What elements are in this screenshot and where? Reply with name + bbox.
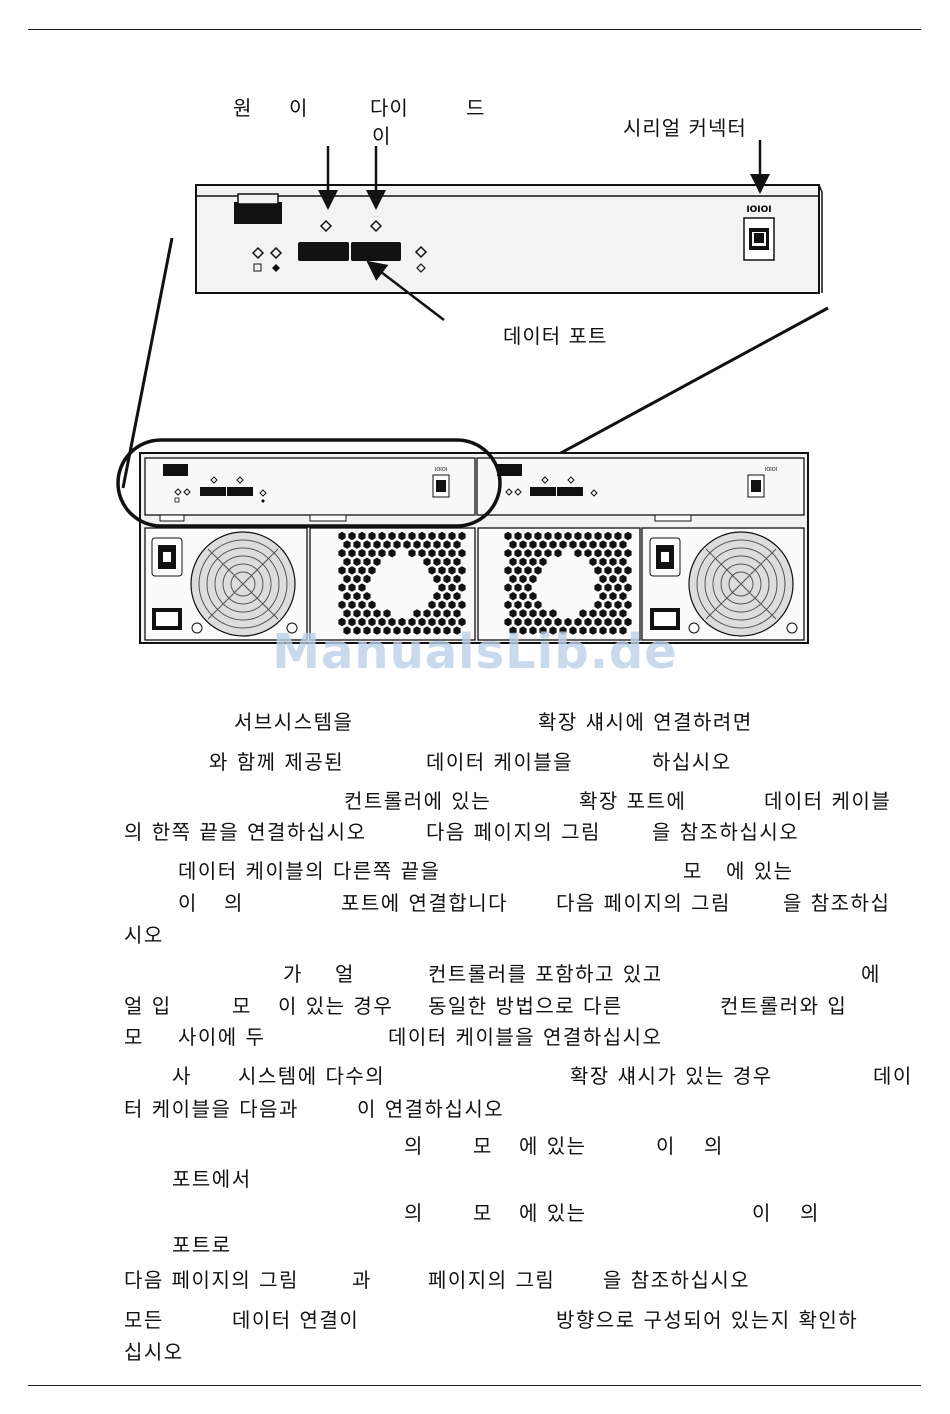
text-fragment: 의 <box>224 891 244 915</box>
power-led-label-b: 이 <box>289 96 309 120</box>
text-fragment: 모 <box>232 994 252 1018</box>
text-fragment: 시스템에 다수의 <box>238 1064 386 1088</box>
text-fragment: 확장 포트에 <box>579 789 687 813</box>
data-port-1 <box>298 242 349 261</box>
text-fragment: 의 한쪽 끝을 연결하십시오 <box>124 820 367 844</box>
text-fragment: 다음 페이지의 그림 <box>124 1268 299 1292</box>
text-fragment: 데이터 케이블을 연결하십시오 <box>388 1025 663 1049</box>
text-fragment: 컨트롤러와 입 <box>720 994 848 1018</box>
text-fragment: 방향으로 구성되어 있는지 확인하 <box>556 1308 859 1332</box>
data-port-2 <box>351 242 401 261</box>
text-fragment: 서브시스템을 <box>234 710 354 734</box>
text-fragment: 에 있는 <box>519 1134 587 1158</box>
text-fragment: 사 <box>172 1064 192 1088</box>
data-port-label: 데이터 포트 <box>503 324 608 348</box>
svg-text:IOIOI: IOIOI <box>765 467 777 473</box>
text-fragment: 확장 섀시에 연결하려면 <box>538 710 753 734</box>
text-fragment: 시오 <box>124 923 164 947</box>
text-fragment: 에 있는 <box>519 1201 587 1225</box>
text-fragment: 과 <box>352 1268 372 1292</box>
text-fragment: 데이 <box>873 1064 913 1088</box>
diagnostic-led-icon <box>369 219 383 233</box>
text-fragment: 의 <box>704 1134 724 1158</box>
text-fragment: 에 <box>861 962 881 986</box>
text-fragment: 포트에 연결합니다 <box>341 891 509 915</box>
text-fragment: 컨트롤러에 있는 <box>344 789 492 813</box>
text-fragment: 이 연결하십시오 <box>357 1097 505 1121</box>
power-led-label-a: 원 <box>233 96 253 120</box>
text-fragment: 데이터 케이블을 <box>426 750 574 774</box>
zoom-line-left <box>121 237 174 489</box>
text-fragment: 하십시오 <box>652 750 732 774</box>
text-fragment: 모 <box>683 859 703 883</box>
text-fragment: 얼 입 <box>124 994 172 1018</box>
text-fragment: 십시오 <box>124 1340 184 1364</box>
top-rule <box>28 29 921 30</box>
text-fragment: 을 참조하십시오 <box>652 820 800 844</box>
text-fragment: 사이에 두 <box>178 1025 266 1049</box>
text-fragment: 동일한 방법으로 다른 <box>428 994 623 1018</box>
text-fragment: 이 있는 경우 <box>278 994 394 1018</box>
text-fragment: 이 <box>752 1201 772 1225</box>
text-fragment: 모든 <box>124 1308 164 1332</box>
text-fragment: 가 <box>283 962 303 986</box>
data-port-arrow <box>366 260 445 321</box>
serial-connector-label: 시리얼 커넥터 <box>623 116 747 140</box>
text-fragment: 데이터 연결이 <box>232 1308 360 1332</box>
text-fragment: 와 함께 제공된 <box>209 750 345 774</box>
diag-led-label-c: 이 <box>372 124 392 148</box>
text-fragment: 포트로 <box>172 1233 232 1257</box>
text-fragment: 을 참조하십 <box>783 891 891 915</box>
text-fragment: 모 <box>473 1134 493 1158</box>
text-fragment: 확장 섀시가 있는 경우 <box>570 1064 773 1088</box>
watermark: ManualsLib.de <box>272 624 678 680</box>
text-fragment: 데이터 케이블 <box>764 789 892 813</box>
text-fragment: 의 <box>404 1201 424 1225</box>
text-fragment: 모 <box>124 1025 144 1049</box>
svg-text:IOIOI: IOIOI <box>435 467 447 473</box>
text-fragment: 을 참조하십시오 <box>603 1268 751 1292</box>
text-fragment: 다음 페이지의 그림 <box>426 820 601 844</box>
text-fragment: 의 <box>800 1201 820 1225</box>
chassis-rear: IOIOI IOIOI <box>139 452 809 644</box>
text-fragment: 데이터 케이블의 다른쪽 끝을 <box>178 859 441 883</box>
controller-diagram: IOIOI IOIOI IOIOI <box>116 140 829 644</box>
power-led-icon <box>319 219 333 233</box>
diag-led-label-b: 드 <box>466 96 486 120</box>
serial-port-glyph: IOIOI <box>746 205 771 215</box>
text-fragment: 터 케이블을 다음과 <box>124 1097 299 1121</box>
controller-a <box>144 457 476 516</box>
text-fragment: 컨트롤러를 포함하고 있고 <box>428 962 663 986</box>
diag-led-label-a: 다이 <box>370 96 409 120</box>
text-fragment: 페이지의 그림 <box>428 1268 556 1292</box>
text-fragment: 포트에서 <box>172 1167 252 1191</box>
text-fragment: 이 <box>178 891 198 915</box>
text-fragment: 의 <box>404 1134 424 1158</box>
bottom-rule <box>28 1385 921 1386</box>
text-fragment: 다음 페이지의 그림 <box>556 891 731 915</box>
highlight-ellipse <box>116 438 502 528</box>
text-fragment: 얼 <box>335 962 355 986</box>
controller-panel-zoomed: IOIOI <box>195 184 823 294</box>
text-fragment: 모 <box>473 1201 493 1225</box>
text-fragment: 이 <box>656 1134 676 1158</box>
latch-handle <box>234 202 282 224</box>
text-fragment: 에 있는 <box>726 859 794 883</box>
